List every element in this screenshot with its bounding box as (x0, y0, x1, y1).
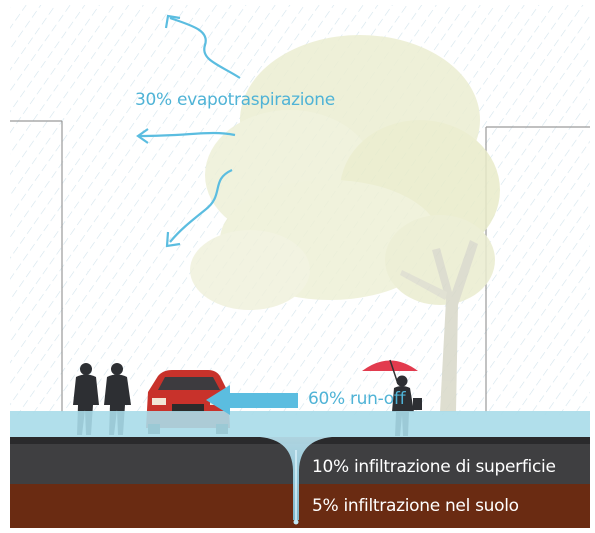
left-building (10, 120, 63, 412)
evapotranspiration-label: 30% evapotraspirazione (135, 90, 335, 110)
tree (190, 35, 500, 412)
infiltration-funnel (260, 437, 332, 525)
surface-infiltration-label: 10% infiltrazione di superficie (312, 457, 556, 477)
surface-water (10, 411, 590, 437)
soil-infiltration-label: 5% infiltrazione nel suolo (312, 496, 519, 516)
runoff-arrow (206, 385, 298, 415)
soil-layer (10, 484, 590, 528)
evapotranspiration-arrows (136, 14, 241, 248)
runoff-label: 60% run-off (308, 389, 406, 409)
